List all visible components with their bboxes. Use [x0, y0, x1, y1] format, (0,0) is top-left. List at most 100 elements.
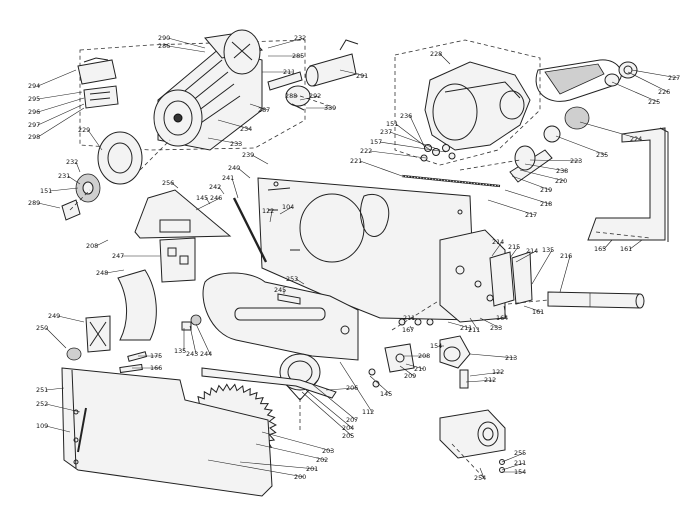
- leader-line: [105, 269, 125, 274]
- part-number-label: 242: [209, 183, 221, 191]
- leader-line: [501, 462, 525, 471]
- angle-bracket: [489, 251, 533, 307]
- part-number-label: 295: [28, 95, 40, 103]
- part-number-label: 294: [28, 82, 40, 90]
- part-number-label: 210: [414, 365, 426, 373]
- part-number-label: 232: [66, 158, 78, 166]
- leader-line: [559, 255, 571, 293]
- leader-line: [167, 37, 206, 49]
- part-number-label: 248: [96, 269, 108, 277]
- leader-line: [359, 160, 403, 177]
- leader-line: [369, 150, 427, 159]
- leader-line: [395, 123, 431, 151]
- part-number-label: 145: [380, 390, 392, 398]
- leader-line: [37, 202, 61, 209]
- leader-line: [487, 199, 536, 216]
- part-number-label: 216: [560, 252, 572, 260]
- part-number-label: 228: [430, 50, 442, 58]
- assembly-lines: [69, 95, 651, 430]
- leader-line: [519, 169, 566, 182]
- part-number-label: 244: [200, 350, 212, 358]
- leader-line: [299, 95, 320, 101]
- drive-belt: [509, 59, 638, 183]
- part-number-label: 208: [418, 352, 430, 360]
- part-number-label: 154: [514, 468, 526, 476]
- part-number-label: 256: [162, 179, 174, 187]
- part-number-label: 292: [309, 92, 321, 100]
- belt-cover: [394, 39, 541, 166]
- blade-guard-assembly: [66, 189, 268, 361]
- leader-line: [409, 115, 426, 149]
- part-number-label: 239: [242, 151, 254, 159]
- leader-line: [339, 361, 373, 413]
- leader-line: [465, 379, 495, 383]
- part-number-label: 223: [570, 157, 582, 165]
- leader-line: [251, 154, 269, 165]
- leader-line: [447, 321, 471, 329]
- part-number-label: 161: [620, 245, 632, 253]
- leader-line: [379, 141, 447, 153]
- leader-line: [629, 239, 643, 250]
- leader-line: [217, 119, 251, 130]
- part-number-label: 112: [362, 408, 374, 416]
- part-number-label: 206: [346, 384, 358, 392]
- leader-line: [37, 97, 85, 113]
- part-number-label: 214: [492, 238, 504, 246]
- part-number-label: 203: [322, 447, 334, 455]
- small-bolts: [119, 293, 301, 374]
- part-number-label: 287: [258, 106, 270, 114]
- leader-line: [479, 467, 485, 479]
- leader-line: [295, 278, 305, 285]
- leader-line: [311, 383, 357, 421]
- part-number-label: 225: [648, 98, 660, 106]
- part-number-label: 241: [222, 174, 234, 182]
- part-number-label: 212: [484, 376, 496, 384]
- leader-line: [301, 391, 353, 437]
- leader-lines: [37, 37, 679, 479]
- leader-line: [515, 250, 537, 263]
- part-number-label: 151: [386, 120, 398, 128]
- leader-line: [491, 241, 503, 257]
- leader-line: [231, 177, 239, 199]
- leader-line: [509, 246, 519, 259]
- leader-line: [189, 325, 197, 355]
- part-number-label: 145: [196, 194, 208, 202]
- slider-plate: [202, 272, 359, 361]
- leader-line: [37, 103, 85, 126]
- leader-line: [399, 365, 415, 377]
- threaded-rod: [401, 174, 501, 188]
- part-number-label: 249: [48, 312, 60, 320]
- leader-line: [255, 443, 327, 461]
- leader-line: [369, 375, 391, 395]
- part-number-label: 243: [186, 350, 198, 358]
- part-number-label: 233: [230, 140, 242, 148]
- part-number-label: 200: [294, 473, 306, 481]
- part-number-label: 211: [283, 68, 295, 76]
- part-number-label: 165: [594, 245, 606, 253]
- leader-line: [524, 163, 567, 172]
- housing-frame: [257, 177, 511, 323]
- part-number-label: 226: [658, 88, 670, 96]
- leader-line: [389, 131, 441, 151]
- motor-assembly: [61, 29, 359, 221]
- part-number-label: 224: [630, 135, 642, 143]
- part-number-label: 237: [380, 128, 392, 136]
- leader-line: [87, 129, 103, 151]
- leader-line: [45, 403, 81, 413]
- part-number-label: 208: [86, 242, 98, 250]
- leader-line: [503, 305, 507, 319]
- hardware-cluster: [420, 144, 456, 162]
- leader-line: [504, 189, 551, 205]
- leader-line: [171, 182, 179, 189]
- part-number-label: 296: [28, 108, 40, 116]
- leader-line: [511, 175, 551, 191]
- part-number-label: 218: [540, 200, 552, 208]
- part-number-label: 135: [542, 246, 554, 254]
- leader-line: [631, 69, 679, 79]
- part-number-label: 122: [492, 368, 504, 376]
- leader-line: [67, 175, 81, 185]
- leader-line: [37, 107, 85, 138]
- part-number-label: 214: [526, 247, 538, 255]
- leader-line: [469, 317, 479, 331]
